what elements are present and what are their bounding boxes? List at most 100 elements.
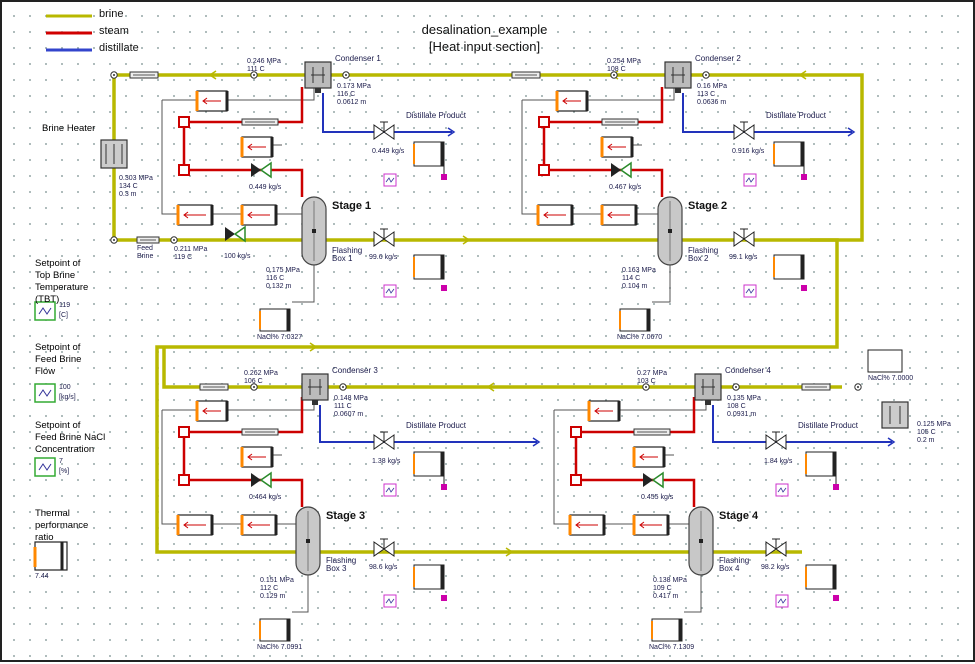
inlet-sensor[interactable] bbox=[867, 349, 903, 373]
brine-arrow-4 bbox=[462, 235, 471, 245]
condenser-1-coil-icon bbox=[311, 67, 325, 83]
stage1-nacl-readout-0: NaCl% 7.0327 bbox=[257, 334, 303, 341]
stage3-distillate-sensor[interactable] bbox=[413, 451, 445, 477]
stage2-flash-label-0: Flashing bbox=[688, 246, 719, 255]
stage4-distillate-sensor[interactable] bbox=[805, 451, 837, 477]
feed-valve[interactable] bbox=[233, 225, 246, 243]
stage3-steam-valve[interactable] bbox=[259, 471, 272, 489]
stage2-brine-sensor[interactable] bbox=[773, 254, 805, 280]
feed-flow-readout-0: 100 kg/s bbox=[224, 253, 251, 260]
stage4-steam-flow: 0.455 kg/s bbox=[641, 494, 673, 502]
stage3-gray-inner bbox=[183, 432, 222, 481]
thermal-ratio-value: 7.44 bbox=[35, 573, 49, 581]
stage1-steam-node-a[interactable] bbox=[178, 116, 190, 128]
stage2-distillate-flow-0: 0.916 kg/s bbox=[732, 148, 765, 155]
stage4-hx-low-a-arrow-icon bbox=[575, 521, 598, 529]
feed-valve-left[interactable] bbox=[225, 227, 235, 241]
setpoint-3-line-2: Concentration bbox=[35, 444, 95, 455]
stage1-distillate-sensor[interactable] bbox=[413, 141, 445, 167]
stage4-steam-valve[interactable] bbox=[651, 471, 664, 489]
stage1-sensor-tag bbox=[441, 174, 447, 180]
stage2-steam-node-b[interactable] bbox=[538, 164, 550, 176]
brine-heater-readout-1: 134 C bbox=[119, 183, 138, 190]
stage1-box-readout-1: 116 C bbox=[266, 275, 285, 282]
stage1-brine-sensor[interactable] bbox=[413, 254, 445, 280]
stage3-node-a-dot bbox=[253, 386, 255, 388]
stage4-brine-flow: 98.2 kg/s bbox=[761, 564, 789, 572]
condenser-2-outlet bbox=[675, 88, 681, 93]
condenser-1-inlet-readout-1: 111 C bbox=[247, 66, 265, 73]
stage1-brine-flow-0: 99.6 kg/s bbox=[369, 254, 398, 261]
setpoint-2-line-1: Feed Brine bbox=[35, 354, 82, 365]
stage4-nacl-sensor[interactable] bbox=[651, 618, 683, 642]
stage1-steam-valve[interactable] bbox=[259, 161, 272, 179]
stage2-distillate-sensor[interactable] bbox=[773, 141, 805, 167]
brine-heater-readout-0: 0.303 MPa bbox=[119, 175, 153, 182]
condenser-3-readout-0: 0.148 MPa bbox=[334, 395, 368, 402]
stage4-distillate-label-0: Distillate Product bbox=[798, 421, 859, 430]
stage4-distillate-flow-0: 1.84 kg/s bbox=[764, 458, 793, 465]
stage3-steam-valve-left[interactable] bbox=[251, 473, 261, 487]
setpoint-block-1-icon bbox=[38, 307, 52, 315]
setpoint-3-value-0: 7 bbox=[59, 458, 63, 465]
stage2-box-readout-0: 0.163 MPa bbox=[622, 267, 656, 274]
stage2-nacl-sensor[interactable] bbox=[619, 308, 651, 332]
stage4-steam-valve-left[interactable] bbox=[643, 473, 653, 487]
setpoint-block-2-icon bbox=[38, 389, 52, 397]
stage1-nacl-sensor[interactable] bbox=[259, 308, 291, 332]
stage4-steam-node-b[interactable] bbox=[570, 474, 582, 486]
condenser-4-outlet bbox=[705, 400, 711, 405]
stage4-steam-node-a[interactable] bbox=[570, 426, 582, 438]
stage4-distillate-arrow bbox=[887, 437, 896, 447]
setpoint-1-value: 119 bbox=[59, 302, 70, 310]
stage2-steam-node-a[interactable] bbox=[538, 116, 550, 128]
stage1-title-0: Stage 1 bbox=[332, 200, 372, 212]
setpoint-2-line-2: Flow bbox=[35, 366, 56, 377]
brine-heater-readout-2: 0.3 m bbox=[119, 191, 137, 198]
condenser-3-readout-1: 111 C bbox=[334, 403, 352, 410]
stage3-steam-flow-0: 0.464 kg/s bbox=[249, 494, 282, 501]
condenser-1-label: Condenser 1 bbox=[335, 55, 381, 63]
setpoint-1-unit-0: [C] bbox=[59, 312, 68, 319]
condenser-4-readout-2: 0.0931 m bbox=[727, 411, 757, 418]
stage3-hx-top-arrow-icon bbox=[202, 407, 221, 415]
inlet-heater[interactable] bbox=[881, 401, 909, 429]
brine-heater-coil-icon bbox=[105, 144, 123, 164]
thermal-ratio-value-0: 7.44 bbox=[35, 573, 49, 580]
stage2-steam-valve[interactable] bbox=[619, 161, 632, 179]
stage1-flashing-box-center bbox=[312, 229, 316, 233]
stage1-steam-node-b[interactable] bbox=[178, 164, 190, 176]
stage1-steam-top bbox=[178, 87, 304, 124]
stage4-brine-sensor[interactable] bbox=[805, 564, 837, 590]
stage1-box-readout-0: 0.175 MPa bbox=[266, 267, 300, 274]
stage2-gray-inner bbox=[543, 122, 582, 171]
setpoint-1-line-0: Setpoint of bbox=[35, 258, 81, 269]
stage3-nacl-sensor[interactable] bbox=[259, 618, 291, 642]
condenser-3[interactable] bbox=[301, 373, 329, 401]
stage2-box-readout-1: 114 C bbox=[622, 275, 641, 282]
stage3-steam-node-b[interactable] bbox=[178, 474, 190, 486]
feed-brine-label-0: Feed bbox=[137, 245, 153, 252]
stage1-steam-valve-left[interactable] bbox=[251, 163, 261, 177]
stage3-distillate-label: Distillate Product bbox=[406, 422, 466, 430]
stage3-brine-sensor[interactable] bbox=[413, 564, 445, 590]
condenser-3-readout-2: 0.0607 m bbox=[334, 411, 364, 418]
stage2-steam-valve-left[interactable] bbox=[611, 163, 621, 177]
stage2-brine-controller-icon bbox=[745, 288, 755, 294]
inlet-node-dot bbox=[857, 386, 859, 388]
stage2-distillate-controller-icon bbox=[745, 177, 755, 183]
stage3-steam-node-a[interactable] bbox=[178, 426, 190, 438]
condenser-3-inlet-readout-1: 106 C bbox=[244, 378, 263, 385]
setpoint-2-value-0: 100 bbox=[59, 384, 71, 391]
inlet-readout-2: 0.2 m bbox=[917, 437, 935, 444]
